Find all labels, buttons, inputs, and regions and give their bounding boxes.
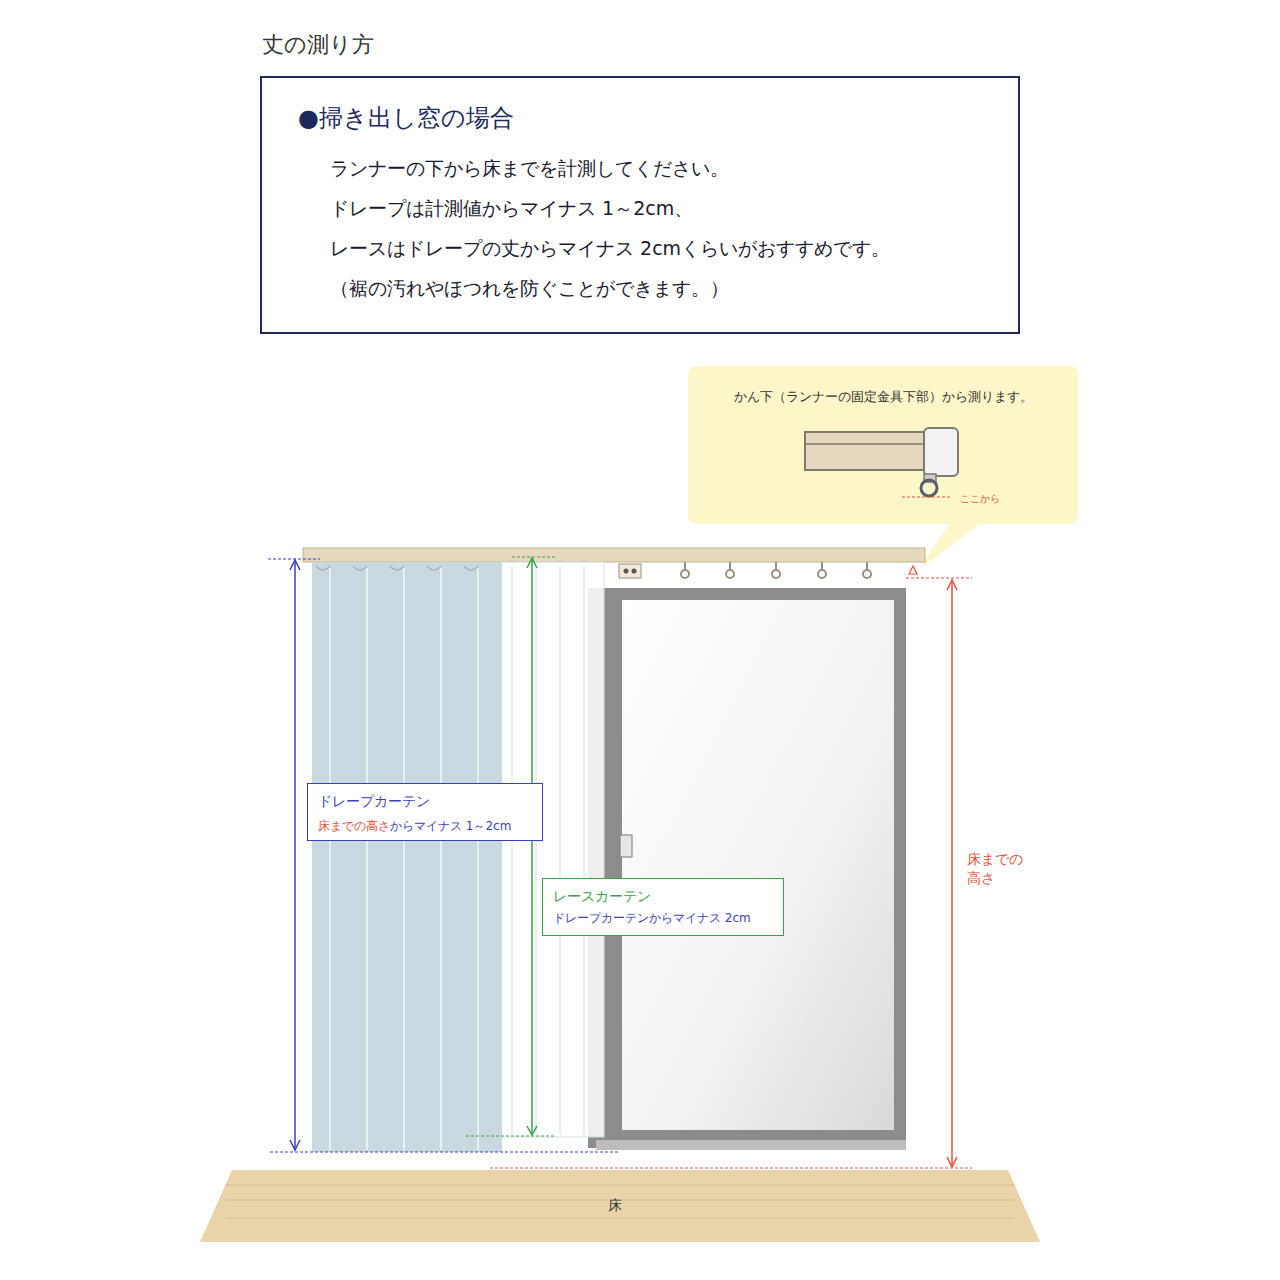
floor-label: 床: [608, 1196, 622, 1215]
lace-label-box: レースカーテンドレープカーテンからマイナス 2cm: [542, 878, 784, 936]
floor: [200, 1170, 1040, 1242]
lace-curtain: [500, 562, 604, 1137]
info-box: ●掃き出し窓の場合ランナーの下から床までを計測してください。ドレープは計測値から…: [260, 76, 1020, 334]
floor-height-ref: 床までの高さ: [318, 819, 390, 833]
instruction-line: レースはドレープの丈からマイナス 2cmくらいがおすすめです。: [330, 228, 998, 268]
floor-height-label: 床までの 高さ: [967, 850, 1027, 888]
lace-label: レースカーテン: [553, 888, 775, 906]
page-title: 丈の測り方: [262, 30, 374, 60]
callout-text: かん下（ランナーの固定金具下部）から測ります。: [698, 388, 1068, 406]
section-heading: ●掃き出し窓の場合: [298, 102, 998, 134]
drape-label: ドレープカーテン: [318, 793, 534, 811]
instruction-line: （裾の汚れやほつれを防ぐことができます。）: [330, 268, 998, 308]
drape-curtain: [312, 562, 502, 1152]
dimension-lines: [268, 557, 972, 1168]
lace-rule: ドレープカーテンからマイナス 2cm: [553, 910, 775, 927]
drape-rule: からマイナス 1～2cm: [390, 819, 511, 833]
callout-box: かん下（ランナーの固定金具下部）から測ります。ここから: [688, 366, 1078, 524]
instruction-line: ランナーの下から床までを計測してください。: [330, 148, 998, 188]
drape-label-box: ドレープカーテン床までの高さからマイナス 1～2cm: [307, 783, 543, 841]
window: [588, 588, 906, 1150]
rail-detail: [805, 428, 958, 497]
callout-bubble: [688, 366, 1078, 570]
start-point-label: ここから: [960, 492, 1000, 506]
instruction-line: ドレープは計測値からマイナス 1～2cm、: [330, 188, 998, 228]
